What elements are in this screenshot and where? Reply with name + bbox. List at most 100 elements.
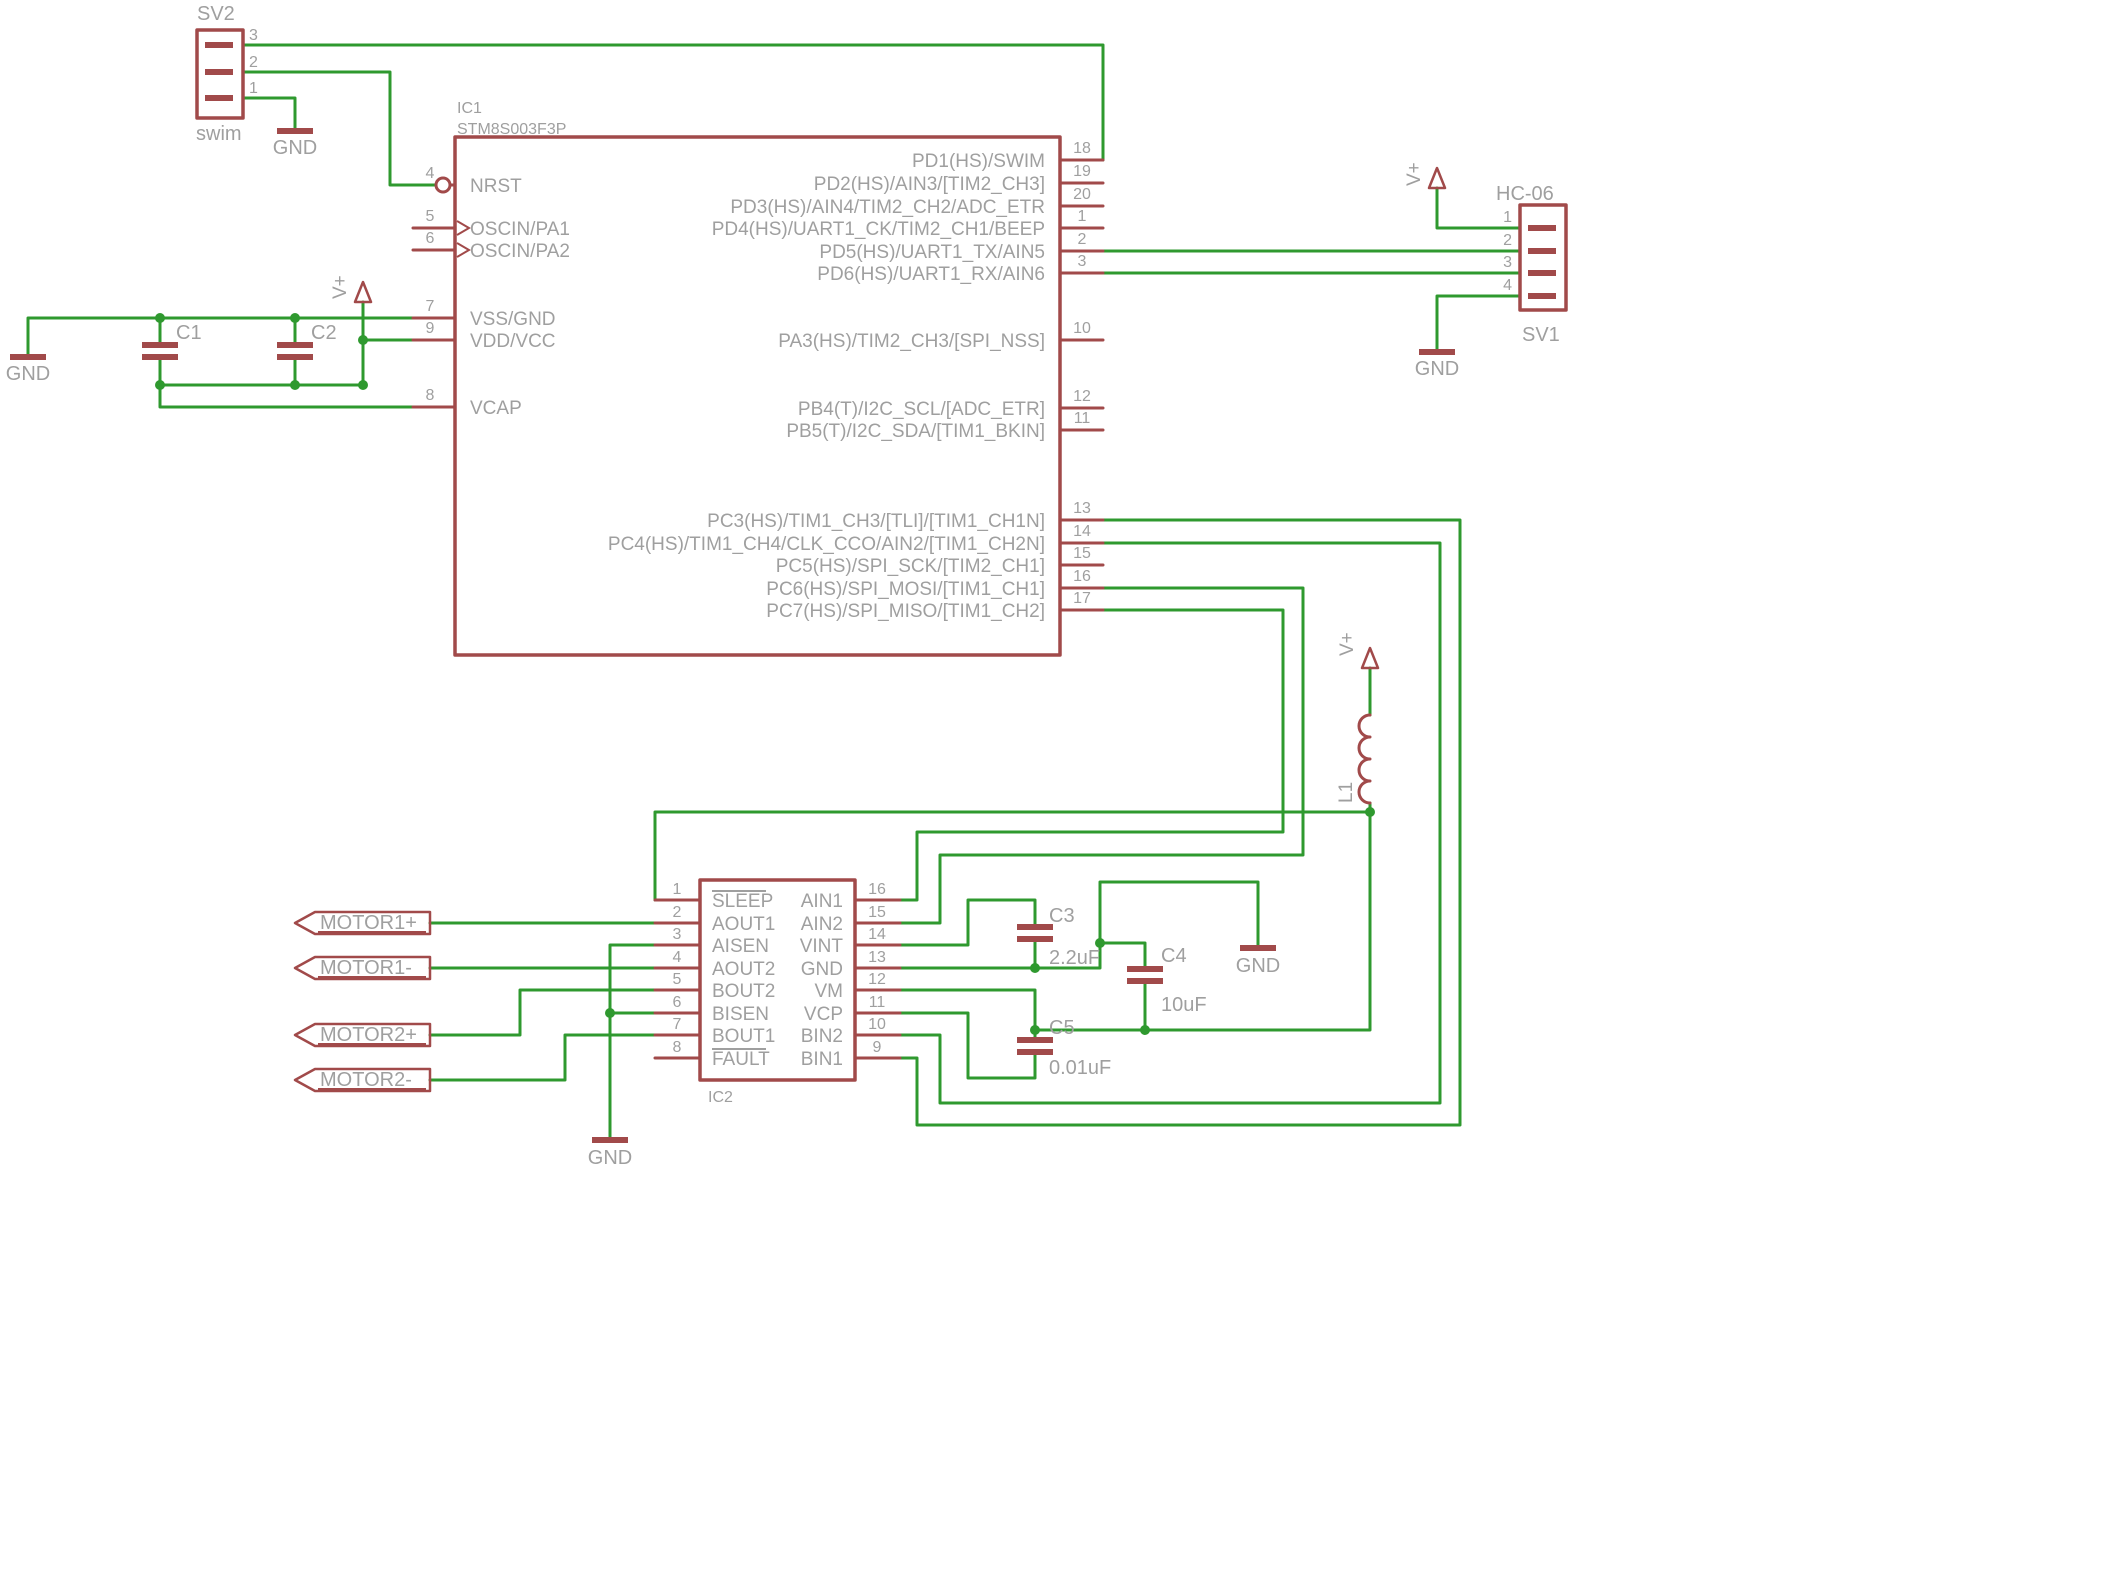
ic1-pin-name: PB5(T)/I2C_SDA/[TIM1_BKIN] (786, 421, 1045, 442)
ic1-pin-name: PD4(HS)/UART1_CK/TIM2_CH1/BEEP (712, 219, 1045, 240)
net-flag-motor2-minus (293, 1067, 432, 1093)
c5-value: 0.01uF (1049, 1057, 1111, 1079)
net-flag-motor1-plus (293, 910, 432, 936)
ic2-pin-name: VCP (804, 1004, 843, 1025)
c1-ref: C1 (176, 322, 202, 344)
ic2-pin-name: VM (815, 981, 844, 1002)
ic1-pin-name: PD6(HS)/UART1_RX/AIN6 (817, 264, 1045, 285)
labels: SV2 swim 3 2 1 GND GND C1 C2 V+ IC1 STM8… (6, 3, 1560, 1169)
gnd-label: GND (1236, 955, 1280, 977)
net-flag-label-motor2-minus: MOTOR2- (320, 1069, 412, 1091)
ic1-pin-number: 7 (426, 298, 435, 315)
ic1-ref: IC1 (457, 100, 482, 117)
ic1-pin-name: PC4(HS)/TIM1_CH4/CLK_CCO/AIN2/[TIM1_CH2N… (608, 534, 1045, 555)
ic2-pin-name: FAULT (712, 1049, 770, 1070)
junction-dot (1095, 938, 1105, 948)
sv1-pin-number: 4 (1503, 277, 1512, 294)
wire-motor2-minus (428, 1033, 657, 1082)
sv2-value: swim (196, 123, 242, 145)
wire-nrst-net (241, 70, 438, 187)
ic2-pin-name: BOUT2 (712, 981, 775, 1002)
ic2-pin-name: BOUT1 (712, 1026, 775, 1047)
sv1-value: HC-06 (1496, 183, 1554, 205)
ic1-pin-number: 19 (1073, 163, 1091, 180)
junction-dot (1365, 807, 1375, 817)
sv2-pin-number: 1 (249, 80, 258, 97)
connector-sv2 (195, 28, 245, 120)
ic2-pin-number: 1 (673, 881, 682, 898)
ic2-ref: IC2 (708, 1089, 733, 1106)
c4-value: 10uF (1161, 994, 1207, 1016)
ic1-pin-number: 5 (426, 208, 435, 225)
sv1-body (1518, 203, 1568, 312)
wire-sv2-gnd (241, 96, 297, 133)
net-flag-label-motor1-plus: MOTOR1+ (320, 912, 417, 934)
ic1-pin-name: PD5(HS)/UART1_TX/AIN5 (819, 242, 1045, 263)
ic1-pin-name: PD3(HS)/AIN4/TIM2_CH2/ADC_ETR (730, 197, 1045, 218)
capacitor-c1 (142, 342, 178, 360)
ic2-pin-number: 14 (868, 926, 886, 943)
net-flag-label-motor1-minus: MOTOR1- (320, 957, 412, 979)
wire-gnd-c4-top (1098, 941, 1147, 971)
capacitor-c2 (277, 342, 313, 360)
ic2-pin-name: GND (801, 959, 843, 980)
gnd-label: GND (588, 1147, 632, 1169)
ic2-pin-number: 12 (868, 971, 886, 988)
ic1-pin-number: 10 (1073, 320, 1091, 337)
wire-pc7-ain1 (898, 608, 1285, 902)
sv2-body (195, 28, 245, 120)
ic1-pin-name: PC7(HS)/SPI_MISO/[TIM1_CH2] (766, 601, 1045, 622)
ic1-pin-number: 11 (1074, 410, 1091, 427)
c2-ref: C2 (311, 322, 337, 344)
ic1-pin-name: PB4(T)/I2C_SCL/[ADC_ETR] (798, 399, 1045, 420)
ic2-pin-name: AISEN (712, 936, 769, 957)
junction-dot (605, 1008, 615, 1018)
ic1-pin-number: 13 (1073, 500, 1091, 517)
ic1-pin-name: PD2(HS)/AIN3/[TIM2_CH3] (814, 174, 1045, 195)
nrst-dot-icon (434, 176, 452, 194)
ic1-pin-name: PC6(HS)/SPI_MOSI/[TIM1_CH1] (766, 579, 1045, 600)
wire-swim-net (241, 43, 1105, 162)
wire-pc6-ain2 (898, 586, 1305, 925)
sv1-pin-number: 2 (1503, 232, 1512, 249)
sv2-pin-number: 2 (249, 54, 258, 71)
wire-vm-pin-c5 (898, 988, 1037, 1042)
ic1-pin-number: 12 (1073, 388, 1091, 405)
wire-vcp-c5 (898, 1011, 1037, 1080)
wire-sv1-vplus (1435, 186, 1522, 230)
ic1-pin-number: 17 (1073, 590, 1091, 607)
net-flag-motor1-minus (293, 955, 432, 981)
ic1-symbol (411, 135, 1105, 657)
sv2-pin-number: 3 (249, 27, 258, 44)
c3-ref: C3 (1049, 905, 1075, 927)
connector-sv1 (1518, 203, 1568, 312)
junction-dots (155, 313, 1375, 1035)
junction-dot (1030, 1025, 1040, 1035)
ic1-pin-name: VDD/VCC (470, 331, 556, 352)
c4-ref: C4 (1161, 945, 1187, 967)
ic1-pin-name: PD1(HS)/SWIM (912, 151, 1045, 172)
vplus-arrow-icon (353, 280, 373, 304)
ic2-pin-number: 15 (868, 904, 886, 921)
ic1-pin-name: OSCIN/PA1 (470, 219, 570, 240)
ic1-pin-number: 14 (1073, 523, 1091, 540)
ic2-pin-number: 11 (869, 994, 886, 1011)
capacitor-c4 (1127, 966, 1163, 984)
ic2-pin-name: VINT (800, 936, 844, 957)
wire-vint-c3 (898, 898, 1037, 947)
ic2-pin-name: AOUT1 (712, 914, 775, 935)
junction-dot (1140, 1025, 1150, 1035)
gnd-label: GND (6, 363, 50, 385)
sv1-ref: SV1 (1522, 324, 1560, 346)
net-flag-motor2-plus (293, 1022, 432, 1048)
vplus-label: V+ (1404, 162, 1425, 186)
ic2-pin-number: 4 (673, 949, 682, 966)
junction-dot (155, 313, 165, 323)
pin-arrow-icon (456, 242, 471, 258)
net-flag-label-motor2-plus: MOTOR2+ (320, 1024, 417, 1046)
capacitor-c5 (1017, 1037, 1053, 1055)
ic2-body (698, 878, 857, 1082)
ic1-pin-name: OSCIN/PA2 (470, 241, 570, 262)
